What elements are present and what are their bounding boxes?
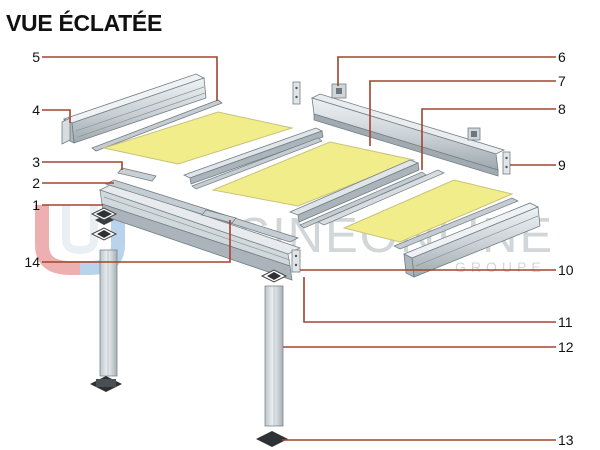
profile-bar-b: [191, 137, 323, 190]
end-plate-10: [291, 249, 301, 273]
leader-line-11: [303, 277, 556, 323]
right-gutter: [403, 202, 541, 278]
callout-3: 3: [32, 154, 40, 170]
callout-8: 8: [558, 101, 566, 117]
bracket-top: [331, 83, 347, 99]
left-post: [90, 207, 122, 392]
callout-4: 4: [32, 102, 40, 118]
profile-bar-c: [288, 159, 420, 223]
watermark-logo-u-red: [35, 205, 80, 275]
end-plate-top: [292, 81, 301, 105]
small-joint-cover: [117, 167, 157, 182]
callout-10: 10: [558, 262, 574, 278]
callout-labels: 1 2 3 4 5 6 7 8 9 10 11 12 13 14: [24, 49, 573, 448]
diagram-title: VUE ÉCLATÉE: [6, 10, 163, 36]
callout-1: 1: [32, 197, 40, 213]
leader-line-5: [42, 56, 218, 101]
watermark-subtitle: GROUPE: [455, 259, 546, 275]
leader-line-3: [42, 161, 123, 170]
callout-12: 12: [558, 339, 574, 355]
profile-bar-f: [393, 197, 519, 250]
bracket-middle: [467, 127, 481, 141]
leader-line-4: [42, 109, 71, 123]
roof-panel-left: [102, 111, 294, 165]
leader-line-6: [337, 56, 556, 86]
callout-11: 11: [558, 314, 573, 330]
callout-2: 2: [32, 175, 40, 191]
leader-line-14: [42, 220, 231, 263]
rail-part-5: [91, 99, 223, 152]
callout-13: 13: [558, 432, 574, 448]
callout-7: 7: [558, 73, 566, 89]
edge-profile: [104, 179, 300, 243]
front-post: [256, 269, 288, 447]
leader-line-7: [369, 80, 556, 146]
back-beam: [310, 93, 506, 177]
roof-panel-right: [342, 179, 514, 243]
callout-14: 14: [24, 254, 40, 270]
profile-bar-e: [317, 169, 445, 226]
callout-6: 6: [558, 49, 566, 65]
callout-9: 9: [558, 157, 566, 173]
callout-5: 5: [32, 49, 40, 65]
watermark-logo-inner: [62, 205, 98, 255]
left-gutter: [61, 73, 207, 145]
profile-bar-a: [182, 127, 324, 185]
leader-line-8: [421, 108, 556, 170]
joint-part-14: [201, 209, 237, 224]
leader-lines: [42, 56, 556, 441]
left-beam: [98, 183, 302, 281]
end-plate-right: [502, 151, 511, 175]
roof-panel-middle: [211, 141, 416, 207]
